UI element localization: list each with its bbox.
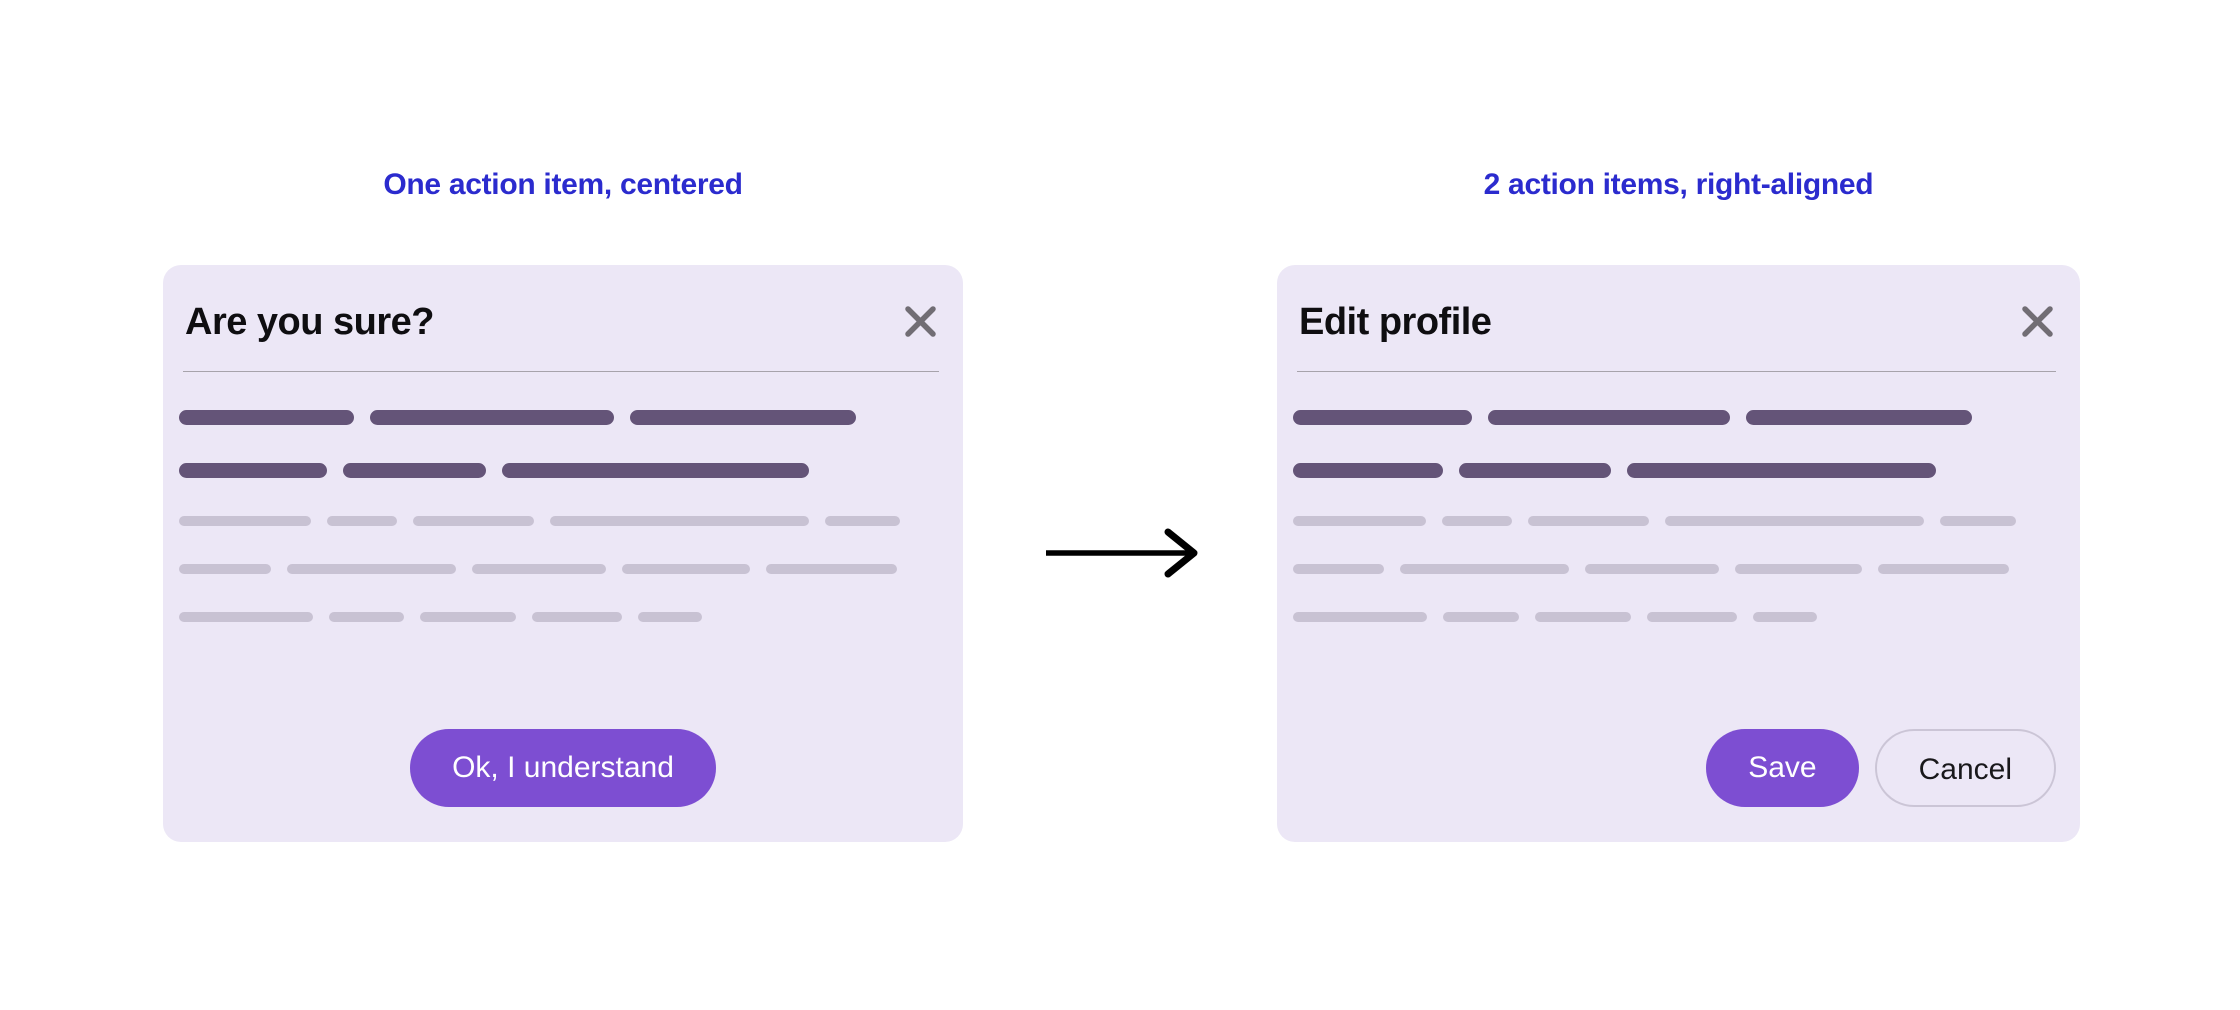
skeleton-bar xyxy=(1535,612,1631,622)
skeleton-bar xyxy=(1627,463,1936,478)
skeleton-bar xyxy=(1746,410,1972,425)
skeleton-bar xyxy=(1293,612,1427,622)
skeleton-bar xyxy=(638,612,702,622)
modal-dialog-edit-profile: Edit profile Save Cancel xyxy=(1277,265,2080,842)
skeleton-row xyxy=(179,410,947,425)
modal-header: Are you sure? xyxy=(163,265,963,343)
skeleton-row xyxy=(1293,516,2064,526)
skeleton-row xyxy=(1293,564,2064,574)
skeleton-bar xyxy=(825,516,900,526)
skeleton-bar xyxy=(1442,516,1512,526)
skeleton-bar xyxy=(766,564,897,574)
skeleton-bar xyxy=(1459,463,1611,478)
skeleton-bar xyxy=(420,612,516,622)
skeleton-row xyxy=(179,463,947,478)
skeleton-row xyxy=(1293,463,2064,478)
save-button[interactable]: Save xyxy=(1706,729,1859,807)
skeleton-bar xyxy=(327,516,397,526)
skeleton-row xyxy=(179,516,947,526)
skeleton-bar xyxy=(1647,612,1737,622)
skeleton-bar xyxy=(532,612,622,622)
skeleton-bar xyxy=(1400,564,1569,574)
skeleton-bar xyxy=(550,516,809,526)
header-divider xyxy=(1297,371,2056,372)
skeleton-bar xyxy=(343,463,486,478)
ok-understand-button[interactable]: Ok, I understand xyxy=(410,729,716,807)
skeleton-bar xyxy=(1293,463,1443,478)
skeleton-bar xyxy=(1735,564,1862,574)
skeleton-text-block xyxy=(1277,372,2080,622)
skeleton-bar xyxy=(179,410,354,425)
skeleton-bar xyxy=(179,463,327,478)
skeleton-row xyxy=(179,612,947,622)
skeleton-row xyxy=(179,564,947,574)
modal-title: Are you sure? xyxy=(185,301,435,343)
modal-dialog-confirm: Are you sure? Ok, I understand xyxy=(163,265,963,842)
skeleton-bar xyxy=(179,612,313,622)
annotation-right-label: 2 action items, right-aligned xyxy=(1483,168,1874,201)
header-divider xyxy=(183,371,939,372)
skeleton-bar xyxy=(472,564,606,574)
skeleton-bar xyxy=(1528,516,1649,526)
skeleton-bar xyxy=(179,516,311,526)
skeleton-bar xyxy=(502,463,809,478)
skeleton-row xyxy=(1293,410,2064,425)
action-bar: Save Cancel xyxy=(1301,729,2056,807)
skeleton-bar xyxy=(179,564,271,574)
close-icon[interactable] xyxy=(2019,303,2056,340)
skeleton-text-block xyxy=(163,372,963,622)
skeleton-bar xyxy=(1293,564,1384,574)
skeleton-bar xyxy=(1585,564,1719,574)
skeleton-bar xyxy=(1293,410,1472,425)
skeleton-bar xyxy=(1443,612,1519,622)
skeleton-bar xyxy=(1878,564,2009,574)
annotation-left-label: One action item, centered xyxy=(383,168,743,201)
skeleton-bar xyxy=(287,564,456,574)
skeleton-bar xyxy=(1665,516,1924,526)
cancel-button[interactable]: Cancel xyxy=(1874,729,2056,807)
modal-header: Edit profile xyxy=(1277,265,2080,343)
skeleton-row xyxy=(1293,612,2064,622)
skeleton-bar xyxy=(370,410,614,425)
skeleton-bar xyxy=(1753,612,1817,622)
skeleton-bar xyxy=(622,564,750,574)
skeleton-bar xyxy=(413,516,534,526)
skeleton-bar xyxy=(630,410,856,425)
modal-title: Edit profile xyxy=(1299,301,1492,343)
skeleton-bar xyxy=(1488,410,1730,425)
arrow-right-icon xyxy=(1043,524,1203,582)
skeleton-bar xyxy=(329,612,404,622)
skeleton-bar xyxy=(1940,516,2016,526)
action-bar: Ok, I understand xyxy=(187,729,939,807)
skeleton-bar xyxy=(1293,516,1426,526)
close-icon[interactable] xyxy=(902,303,939,340)
